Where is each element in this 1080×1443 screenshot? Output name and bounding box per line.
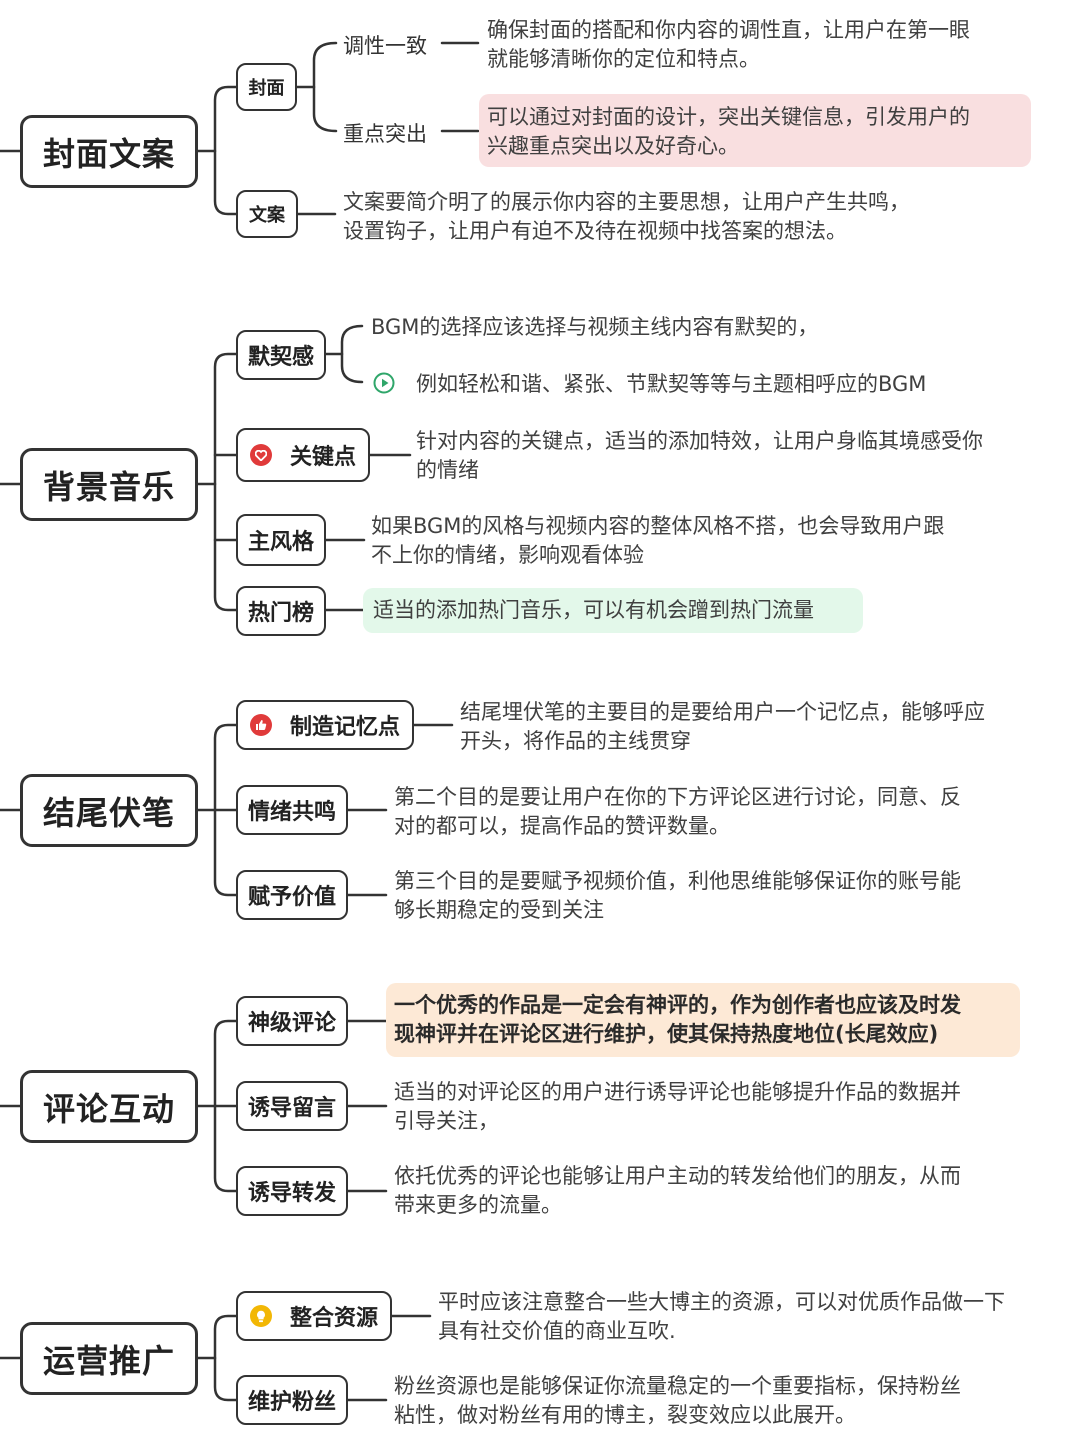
thumbs-up-icon	[249, 714, 272, 736]
main-topic-comment-interaction[interactable]: 评论互动	[20, 1070, 198, 1143]
subtopic-emotional-resonance[interactable]: 情绪共鸣	[236, 785, 348, 835]
subtopic-memory-point-label: 制造记忆点	[289, 715, 400, 740]
subtopic-memory-point[interactable]: 制造记忆点	[236, 700, 414, 750]
note-bgm-example: 例如轻松和谐、紧张、节默契等等与主题相呼应的BGM	[416, 372, 927, 396]
subtopic-main-style[interactable]: 主风格	[236, 514, 326, 566]
note-key-highlight: 可以通过对封面的设计，突出关键信息，引发用户的 兴趣重点突出以及好奇心。	[479, 94, 1031, 167]
note-memory-point: 结尾埋伏笔的主要目的是要给用户一个记忆点，能够呼应 开头，将作品的主线贯穿	[460, 700, 985, 753]
note-give-value: 第三个目的是要赋予视频价值，利他思维能够保证你的账号能 够长期稳定的受到关注	[394, 869, 961, 922]
note-bgm-match: BGM的选择应该选择与视频主线内容有默契的，	[371, 315, 819, 339]
subtopic-god-comments[interactable]: 神级评论	[236, 996, 348, 1046]
main-topic-operations-promotion[interactable]: 运营推广	[20, 1322, 198, 1395]
note-copy: 文案要简介明了的展示你内容的主要思想，让用户产生共鸣， 设置钩子，让用户有迫不及…	[343, 190, 910, 243]
main-topic-ending-foreshadow[interactable]: 结尾伏笔	[20, 774, 198, 847]
subtopic-integrate-resources[interactable]: 整合资源	[236, 1291, 392, 1341]
subtopic-key-point-label: 关键点	[289, 445, 356, 470]
lightbulb-icon	[249, 1305, 272, 1327]
subtopic-key-highlight[interactable]: 重点突出	[343, 122, 427, 146]
note-tone-consistent: 确保封面的搭配和你内容的调性直，让用户在第一眼 就能够清晰你的定位和特点。	[487, 18, 970, 71]
note-god-comments: 一个优秀的作品是一定会有神评的，作为创作者也应该及时发 现神评并在评论区进行维护…	[386, 983, 1020, 1057]
note-hot-chart: 适当的添加热门音乐，可以有机会蹭到热门流量	[363, 588, 863, 633]
note-induce-sharing: 依托优秀的评论也能够让用户主动的转发给他们的朋友，从而 带来更多的流量。	[394, 1164, 961, 1217]
note-maintain-fans: 粉丝资源也是能够保证你流量稳定的一个重要指标，保持粉丝 粘性，做对粉丝有用的博主…	[394, 1374, 961, 1427]
play-circle-icon	[373, 372, 395, 394]
subtopic-tacit-understanding[interactable]: 默契感	[236, 330, 326, 380]
subtopic-induce-comments[interactable]: 诱导留言	[236, 1081, 348, 1131]
note-induce-comments: 适当的对评论区的用户进行诱导评论也能够提升作品的数据并 引导关注，	[394, 1080, 961, 1133]
subtopic-tone-consistent[interactable]: 调性一致	[343, 34, 427, 58]
heart-icon	[249, 444, 272, 466]
note-key-point: 针对内容的关键点，适当的添加特效，让用户身临其境感受你 的情绪	[416, 429, 983, 482]
note-integrate-resources: 平时应该注意整合一些大博主的资源，可以对优质作品做一下 具有社交价值的商业互吹.	[438, 1290, 1005, 1343]
subtopic-give-value[interactable]: 赋予价值	[236, 870, 348, 920]
subtopic-copy[interactable]: 文案	[236, 190, 298, 238]
subtopic-maintain-fans[interactable]: 维护粉丝	[236, 1375, 348, 1425]
main-topic-background-music[interactable]: 背景音乐	[20, 448, 198, 521]
subtopic-induce-sharing[interactable]: 诱导转发	[236, 1166, 348, 1216]
subtopic-cover[interactable]: 封面	[236, 63, 297, 111]
subtopic-key-point[interactable]: 关键点	[236, 428, 370, 482]
subtopic-hot-chart[interactable]: 热门榜	[236, 586, 326, 636]
note-emotional-resonance: 第二个目的是要让用户在你的下方评论区进行讨论，同意、反 对的都可以，提高作品的赞…	[394, 785, 961, 838]
subtopic-integrate-resources-label: 整合资源	[289, 1306, 378, 1331]
main-topic-cover-copy[interactable]: 封面文案	[20, 115, 198, 188]
note-main-style: 如果BGM的风格与视频内容的整体风格不搭，也会导致用户跟 不上你的情绪，影响观看…	[371, 514, 945, 567]
